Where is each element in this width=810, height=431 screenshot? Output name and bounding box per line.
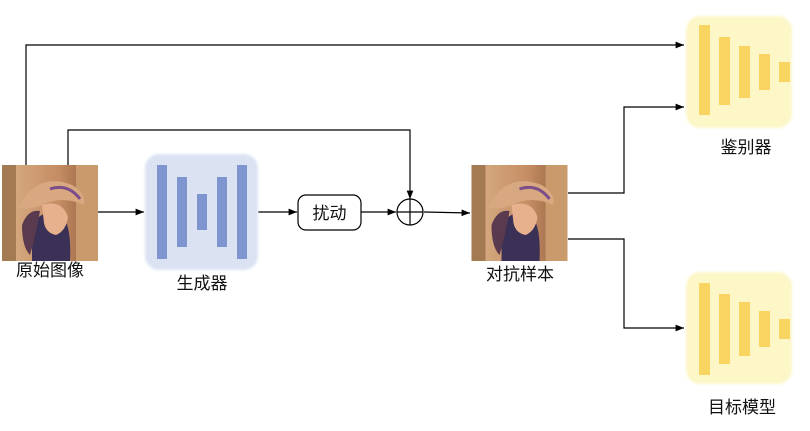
circled-plus-icon [396,198,424,226]
discriminator-label: 鉴别器 [721,138,772,158]
arrow-adversarial-to-target [568,238,684,332]
discriminator-block [686,16,792,128]
generator-block [145,154,258,270]
arrow-adversarial-to-discriminator [568,103,684,194]
perturbation-label: 扰动 [313,204,347,224]
generator-layer-4 [217,177,227,247]
portrait-photo-icon [471,165,568,261]
portrait-photo-icon [2,165,98,261]
generator-layer-5 [237,165,247,259]
discriminator-layer-4 [759,54,770,90]
connectors [25,41,684,332]
arrow-image-to-discriminator [25,41,684,165]
generator-layer-1 [157,165,167,259]
discriminator-layer-1 [699,25,710,115]
target-model-block [686,272,792,384]
perturbation-box: 扰动 [297,194,362,231]
generator-label: 生成器 [177,274,228,294]
target-layer-1 [699,283,710,375]
discriminator-layer-2 [719,37,730,105]
discriminator-layer-5 [779,62,790,82]
original-image [2,165,98,261]
arrow-image-to-sum [67,129,414,199]
discriminator-layer-3 [739,46,750,98]
original-image-label: 原始图像 [16,261,84,281]
target-layer-4 [759,311,770,347]
target-layer-3 [739,302,750,356]
adversarial-sample-label: 对抗样本 [486,265,554,285]
generator-layer-3 [197,194,207,230]
target-layer-2 [719,294,730,364]
target-layer-5 [779,319,790,339]
generator-layer-2 [177,177,187,247]
arrow-sum-to-adversarial [423,209,471,217]
target-model-label: 目标模型 [708,398,776,418]
adversarial-sample-image [471,165,568,261]
